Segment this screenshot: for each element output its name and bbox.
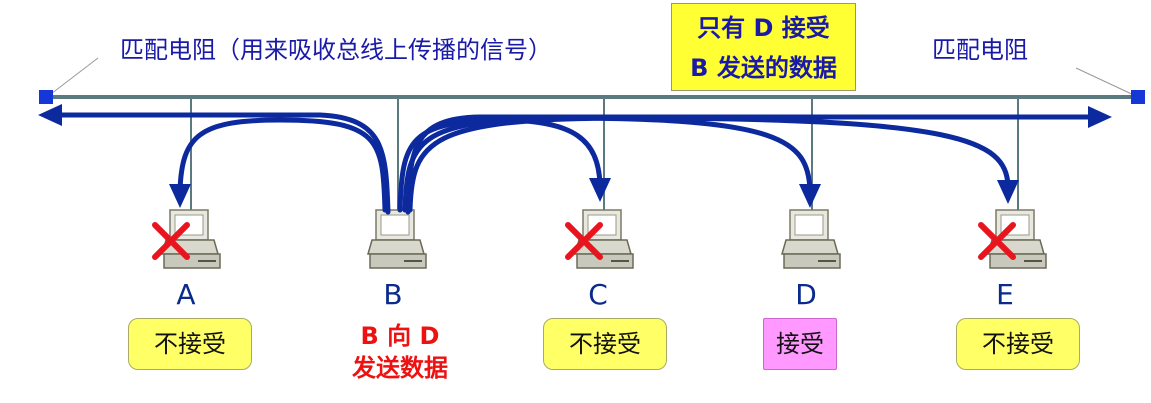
node-label-c: C: [588, 278, 608, 311]
arrowhead-left-icon: [38, 104, 62, 126]
terminator-leader-right: [1075, 67, 1139, 98]
arrowhead-e-icon: [997, 180, 1019, 204]
terminator-left-label: 匹配电阻（用来吸收总线上传播的信号）: [120, 36, 552, 64]
terminator-leader-left: [46, 57, 99, 98]
terminator-left-icon: [39, 90, 53, 104]
receiver-note-line2: B 发送的数据: [690, 54, 837, 82]
status-badge-a: 不接受: [128, 318, 252, 370]
reject-cross-c-icon: [565, 222, 603, 260]
status-badge-c: 不接受: [543, 318, 667, 370]
terminator-right-label: 匹配电阻: [932, 36, 1028, 64]
status-badge-d: 接受: [763, 318, 837, 370]
sender-note-line2: 发送数据: [352, 354, 448, 382]
node-label-e: E: [996, 278, 1014, 311]
reject-cross-a-icon: [152, 222, 190, 260]
signal-path-to-e: [407, 115, 1011, 213]
arrowhead-d-icon: [799, 184, 821, 208]
receiver-note-line1: 只有 D 接受: [697, 14, 830, 42]
node-label-d: D: [795, 278, 817, 311]
signal-path-to-a: [177, 117, 388, 213]
arrowhead-a-icon: [169, 184, 191, 208]
node-label-a: A: [176, 278, 196, 311]
arrowhead-right-icon: [1088, 106, 1112, 128]
reject-cross-e-icon: [978, 222, 1016, 260]
node-label-b: B: [383, 278, 403, 311]
receiver-note-box: 只有 D 接受 B 发送的数据: [671, 3, 856, 91]
computer-d-icon: [781, 209, 841, 269]
computer-b-icon: [367, 209, 427, 269]
sender-note: B 向 D 发送数据: [330, 320, 470, 384]
arrowhead-c-icon: [589, 178, 611, 202]
status-badge-e: 不接受: [956, 318, 1080, 370]
signal-path-left: [52, 112, 391, 215]
sender-note-line1: B 向 D: [360, 322, 440, 350]
signal-path-to-c: [397, 117, 603, 213]
terminator-right-icon: [1131, 90, 1145, 104]
